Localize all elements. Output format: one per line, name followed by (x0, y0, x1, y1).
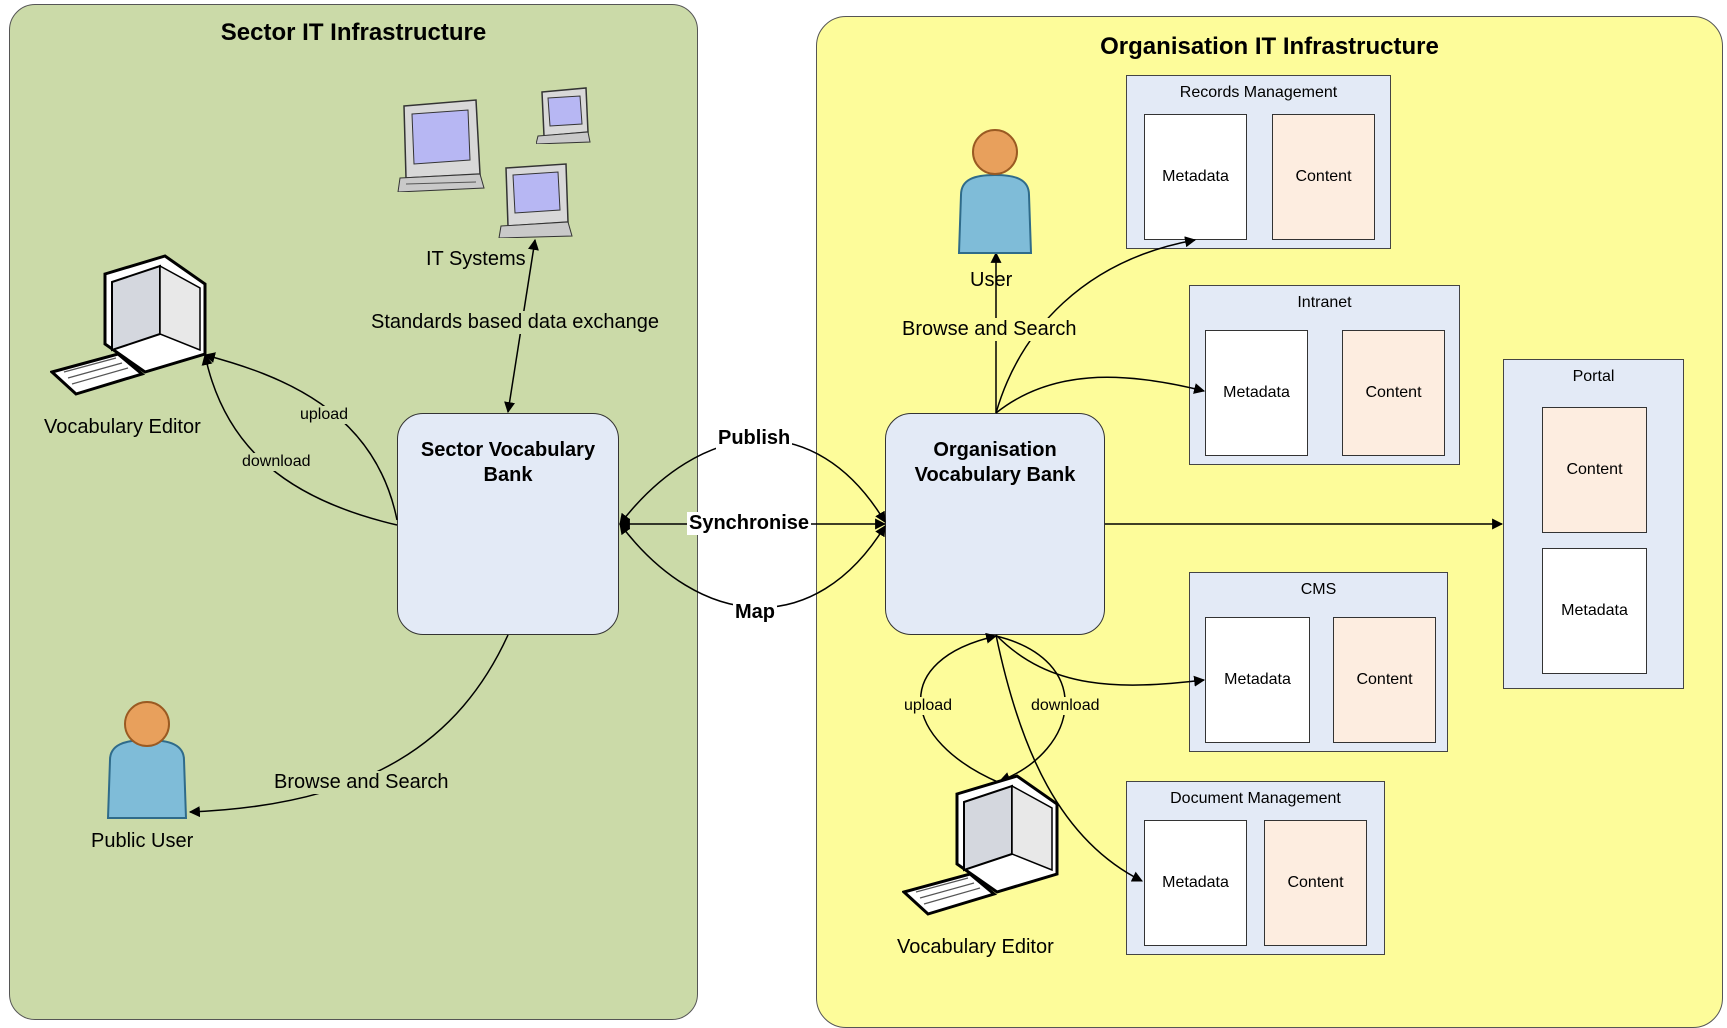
cms-system[interactable]: CMS Metadata Content (1189, 572, 1448, 752)
system-title: Intranet (1297, 294, 1352, 311)
intranet-system[interactable]: Intranet Metadata Content (1189, 285, 1460, 465)
organisation-title: Organisation IT Infrastructure (1100, 33, 1439, 60)
metadata-label: Metadata (1561, 602, 1628, 619)
sector-browse-connector (188, 634, 509, 818)
content-label: Content (1295, 168, 1352, 185)
download-connector (201, 353, 398, 526)
metadata-box: Metadata (1144, 114, 1247, 240)
intranet-connector (995, 376, 1206, 414)
map-label: Map (733, 601, 777, 624)
metadata-box: Metadata (1542, 548, 1647, 674)
metadata-box: Metadata (1205, 330, 1308, 456)
content-box: Content (1542, 407, 1647, 533)
docs-connector (995, 634, 1143, 882)
content-label: Content (1365, 384, 1422, 401)
org-upload-label: upload (902, 697, 955, 715)
sector-upload-label: upload (298, 406, 351, 424)
content-box: Content (1272, 114, 1375, 240)
document-management-system[interactable]: Document Management Metadata Content (1126, 781, 1385, 955)
organisation-vocabulary-bank[interactable]: Organisation Vocabulary Bank (885, 413, 1105, 635)
metadata-label: Metadata (1223, 384, 1290, 401)
content-box: Content (1342, 330, 1445, 456)
monitor-keyboard-icon (902, 774, 1059, 916)
sector-vocabulary-bank[interactable]: Sector Vocabulary Bank (397, 413, 619, 635)
sector-download-label: download (240, 453, 313, 471)
content-box: Content (1264, 820, 1367, 946)
sector-bank-label: Sector Vocabulary Bank (420, 439, 596, 486)
system-title: Records Management (1179, 84, 1338, 101)
system-title: Portal (1572, 368, 1615, 385)
content-box: Content (1333, 617, 1436, 743)
metadata-box: Metadata (1205, 617, 1310, 743)
metadata-box: Metadata (1144, 820, 1247, 946)
user-label: User (970, 269, 1013, 291)
user-icon (957, 129, 1033, 254)
sector-vocab-editor-label: Vocabulary Editor (44, 416, 201, 438)
org-vocab-editor-label: Vocabulary Editor (897, 936, 1054, 958)
computer-icon (498, 163, 573, 238)
monitor-keyboard-icon (50, 254, 207, 396)
content-label: Content (1356, 671, 1413, 688)
it-systems-label: IT Systems (426, 248, 526, 270)
cms-connector (995, 634, 1206, 687)
records-connector (995, 236, 1197, 414)
system-title: CMS (1300, 581, 1337, 598)
computer-icon (397, 99, 485, 192)
sector-browse-label: Browse and Search (272, 771, 451, 794)
organisation-bank-label: Organisation Vocabulary Bank (914, 439, 1076, 486)
upload-connector (203, 352, 398, 521)
synchronise-label: Synchronise (687, 512, 812, 535)
public-user-label: Public User (91, 830, 194, 852)
org-browse-label: Browse and Search (900, 318, 1079, 341)
content-label: Content (1287, 874, 1344, 891)
metadata-label: Metadata (1162, 874, 1229, 891)
data-exchange-label: Standards based data exchange (369, 311, 661, 334)
org-download-label: download (1029, 697, 1102, 715)
content-label: Content (1566, 461, 1623, 478)
system-title: Document Management (1170, 790, 1341, 807)
records-management-system[interactable]: Records Management Metadata Content (1126, 75, 1391, 249)
sector-title: Sector IT Infrastructure (220, 19, 487, 46)
publish-label: Publish (716, 427, 793, 450)
metadata-label: Metadata (1162, 168, 1229, 185)
computer-icon (536, 87, 591, 144)
portal-system[interactable]: Portal Content Metadata (1503, 359, 1684, 689)
map-connector (619, 523, 886, 609)
user-icon (106, 701, 188, 819)
metadata-label: Metadata (1224, 671, 1291, 688)
